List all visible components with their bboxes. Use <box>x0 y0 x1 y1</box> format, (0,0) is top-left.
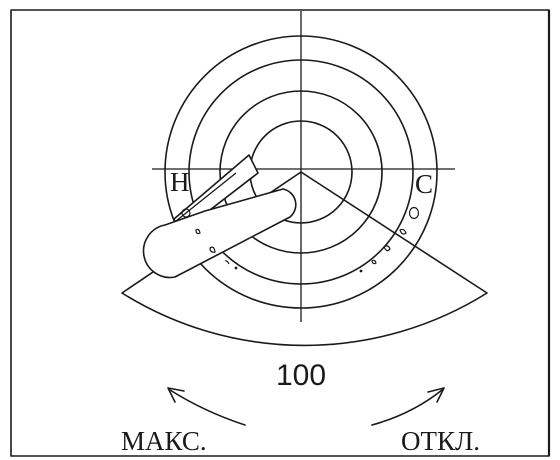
echo-mark-left-3 <box>209 246 216 253</box>
gain-sector-window <box>121 171 488 347</box>
arrow-max-curve <box>169 389 246 426</box>
echo-mark-right-1 <box>408 206 420 220</box>
echo-mark-right-2 <box>399 228 407 235</box>
arrow-off-curve <box>371 389 443 426</box>
gain-value-readout: 100 <box>276 359 326 392</box>
echo-mark-left-1 <box>181 208 191 218</box>
max-label[interactable]: МАКС. <box>121 426 207 456</box>
pointer-knob-grip[interactable] <box>142 188 297 279</box>
echo-mark-left-4 <box>224 260 230 265</box>
echo-dot-left <box>234 266 238 270</box>
echo-dot-right <box>359 269 363 273</box>
south-marker: С <box>415 169 433 199</box>
pointer-handle-edge <box>175 172 237 222</box>
north-marker: Н <box>170 167 190 197</box>
off-label[interactable]: ОТКЛ. <box>401 426 480 456</box>
arrow-off-head-icon <box>427 387 445 403</box>
arrow-max-head-icon <box>167 387 185 403</box>
echo-mark-right-4 <box>371 259 377 265</box>
echo-mark-right-3 <box>383 245 391 252</box>
echo-mark-left-2 <box>195 228 201 235</box>
